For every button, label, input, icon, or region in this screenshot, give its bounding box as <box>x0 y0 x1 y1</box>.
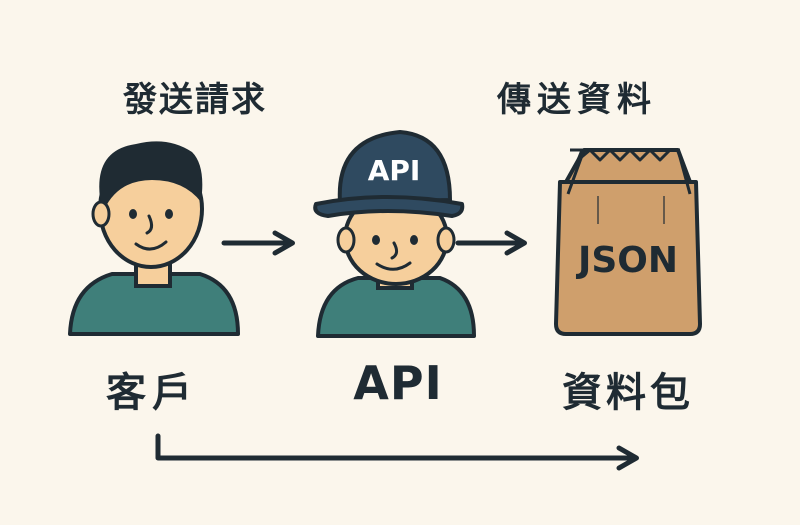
api-person-icon: API <box>313 130 476 338</box>
data-package-label: 資料包 <box>562 370 694 416</box>
api-hat-text: API <box>368 154 421 187</box>
send-request-label: 發送請求 <box>123 80 267 120</box>
json-bag-icon: JSON <box>554 148 702 336</box>
api-label: API <box>353 356 443 410</box>
transmit-data-label: 傳送資料 <box>497 80 657 120</box>
json-bag-text: JSON <box>575 240 678 281</box>
client-label: 客戶 <box>106 370 198 416</box>
client-person-icon <box>68 141 240 336</box>
return-arrow <box>155 433 639 471</box>
